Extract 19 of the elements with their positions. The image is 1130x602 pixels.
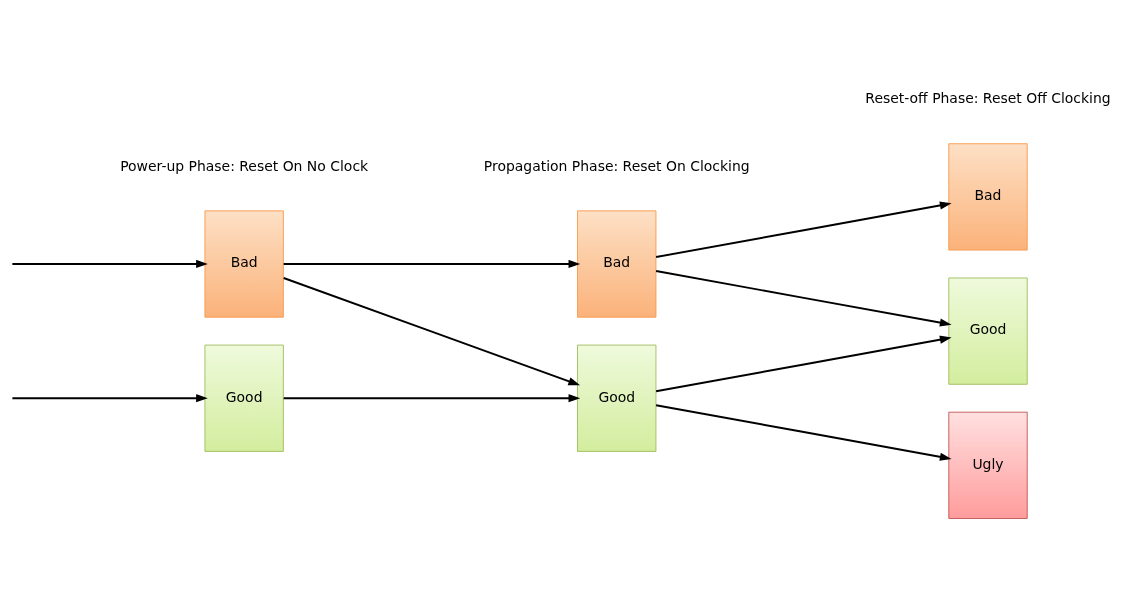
node-box: Ugly [948,411,1028,519]
arrow [282,259,581,268]
label: Power-up Phase: Reset On No Clock [120,157,369,174]
arrow [655,403,952,461]
label: Propagation Phase: Reset On Clocking [483,157,750,174]
arrow [11,259,208,268]
label: Reset-off Phase: Reset Off Clocking [865,89,1111,106]
node-box: Bad [577,209,657,318]
arrow [655,200,952,258]
arrow [282,276,581,385]
node-box: Bad [204,209,284,318]
arrow [655,269,952,327]
arrow [11,393,208,402]
node-box: Good [948,277,1028,385]
arrow [282,393,581,402]
node-box: Good [577,344,657,452]
arrow [655,335,952,392]
node-box: Bad [948,142,1028,250]
node-box: Good [204,344,284,452]
